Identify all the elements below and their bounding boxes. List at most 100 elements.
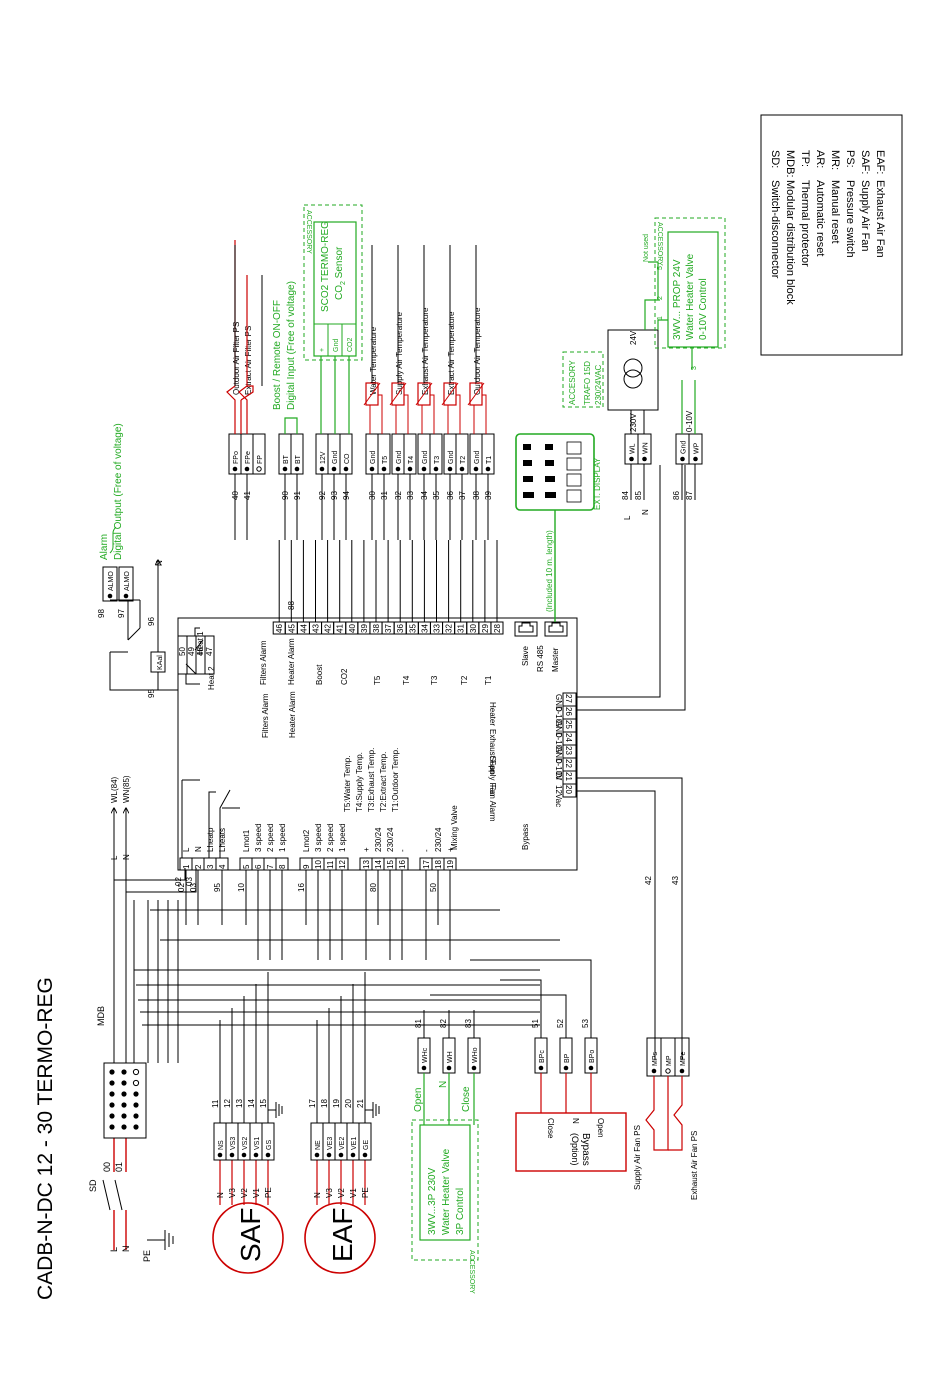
terminal-label: FPo [233, 451, 240, 464]
group-label: CO2 [340, 668, 349, 685]
pin-number: 18 [434, 860, 443, 869]
pin-number: 14 [374, 860, 383, 869]
valve3p-box [419, 1124, 471, 1241]
pin-number: 15 [386, 860, 395, 869]
pin-number: 40 [348, 624, 357, 633]
legend-abbr: EAF: [874, 150, 886, 174]
terminal-label: Gnd [422, 451, 429, 464]
bus-wn-label: WN(85) [122, 775, 131, 803]
legend-abbr: TP: [799, 150, 811, 167]
pin-label: 230/24 [434, 827, 443, 852]
temp-legend-item: T5:Water Temp. [343, 756, 352, 812]
group-label: T2 [460, 675, 469, 685]
bypass-pin: Open [596, 1118, 605, 1138]
pin-label: 3 [691, 366, 698, 370]
legend-text: Automatic reset [814, 180, 826, 256]
wire-00-label: 00 [102, 1162, 112, 1172]
terminal-label: BPo [589, 1050, 596, 1063]
bus-n-label: N [122, 854, 131, 860]
terminal-label: WH [447, 1051, 454, 1063]
heat2-label: Heat 2 [207, 666, 216, 690]
pin-label: Lmot1 [242, 829, 251, 852]
motor-lead: V2 [240, 1188, 249, 1198]
legend-text: Modular distribution block [784, 180, 796, 305]
wire-label: 95 [147, 689, 156, 698]
temp-legend-item: T4:Supply Temp. [355, 752, 364, 812]
pin-number: 42 [324, 624, 333, 633]
ext-display: EXT. DISPLAY(Included 10 m. length) [515, 433, 602, 622]
wire-label: 42 [644, 876, 653, 885]
pin-label: 3 speed [254, 824, 263, 852]
group-label: Filters Alarm [259, 640, 268, 685]
motor-lead: V1 [252, 1188, 261, 1198]
prop-0-10v: 0-10V [685, 410, 694, 432]
pin-number: 4 [218, 864, 227, 869]
prop-control: 0-10V Control [698, 278, 709, 340]
pin-label: GND [554, 746, 563, 764]
rs485-label: RS 485 [536, 645, 545, 672]
legend-text: Supply Air Fan [859, 180, 871, 252]
trafo-24v: 24V [629, 330, 638, 345]
wire-label: 02 [177, 883, 186, 892]
pin-number: 8 [278, 864, 287, 869]
board-pin [562, 692, 577, 707]
terminal-label: Gnd [448, 451, 455, 464]
wire-label: 83 [464, 1019, 473, 1028]
mdb-block [103, 1062, 147, 1139]
display-bar [545, 444, 553, 450]
wire-label: 84 [621, 491, 630, 500]
pin-number: 29 [481, 624, 490, 633]
display-cable-label: (Included 10 m. length) [545, 530, 554, 612]
pin-number: 24 [564, 733, 573, 742]
pin-number: 47 [205, 647, 214, 656]
pin-number: 46 [275, 624, 284, 633]
pin-label: DI [554, 772, 563, 780]
legend-text: Thermal protector [799, 180, 811, 267]
pin-number: 1 [182, 864, 191, 869]
pin-label: L [182, 847, 191, 852]
pin-label: 0-10V [554, 707, 563, 729]
pin-number: 50 [178, 647, 187, 656]
pin-label: + [446, 847, 455, 852]
terminal-label: BP [564, 1053, 571, 1063]
pin-number: 49 [187, 647, 196, 656]
terminal-label: Gnd [396, 451, 403, 464]
pin-number: 12 [338, 860, 347, 869]
legend-abbr: AR: [814, 150, 826, 168]
wire-label: 52 [556, 1019, 565, 1028]
temp-legend-item: T1:Outdoor Temp. [391, 748, 400, 812]
pin-number: 10 [314, 860, 323, 869]
n-label: N [155, 560, 164, 566]
prop-valve [667, 231, 719, 348]
terminal-label: VS1 [254, 1137, 261, 1150]
terminal-label: GE [363, 1140, 370, 1150]
slave-label: Slave [521, 645, 530, 666]
pin-label: 0-10V [554, 733, 563, 755]
terminal-label: + [319, 348, 326, 352]
group-label: T3 [430, 675, 439, 685]
bypass-subtitle: (Option) [570, 1133, 580, 1166]
motor-lead: PE [361, 1187, 370, 1198]
terminal-label: VE2 [339, 1137, 346, 1150]
wire-label: 11 [211, 1099, 220, 1108]
group-label: Heater Alarm [287, 638, 296, 685]
terminal-label: WHo [472, 1047, 479, 1063]
pin-label: + [362, 847, 371, 852]
pin-number: 28 [493, 624, 502, 633]
pin-label: 230/24 [374, 827, 383, 852]
trafo-n: N [641, 509, 650, 515]
trafo-accessory: ACCESORY [568, 360, 577, 405]
power-supply: SD 00 01 L N PE MDB [88, 1006, 174, 1262]
pin-label: 1 speed [338, 824, 347, 852]
pin-label: 12Vac [554, 785, 563, 807]
trafo-label: TRAFO 15D [583, 361, 592, 405]
wire-label: 43 [671, 876, 680, 885]
pin-number: 23 [564, 746, 573, 755]
pin-label: 2 speed [326, 824, 335, 852]
legend-text: Manual reset [829, 180, 841, 244]
pin-number: 39 [360, 624, 369, 633]
terminal-label: ALMO [108, 571, 115, 591]
display-key [566, 441, 582, 455]
legend-text: Exhaust Air Fan [874, 180, 886, 258]
